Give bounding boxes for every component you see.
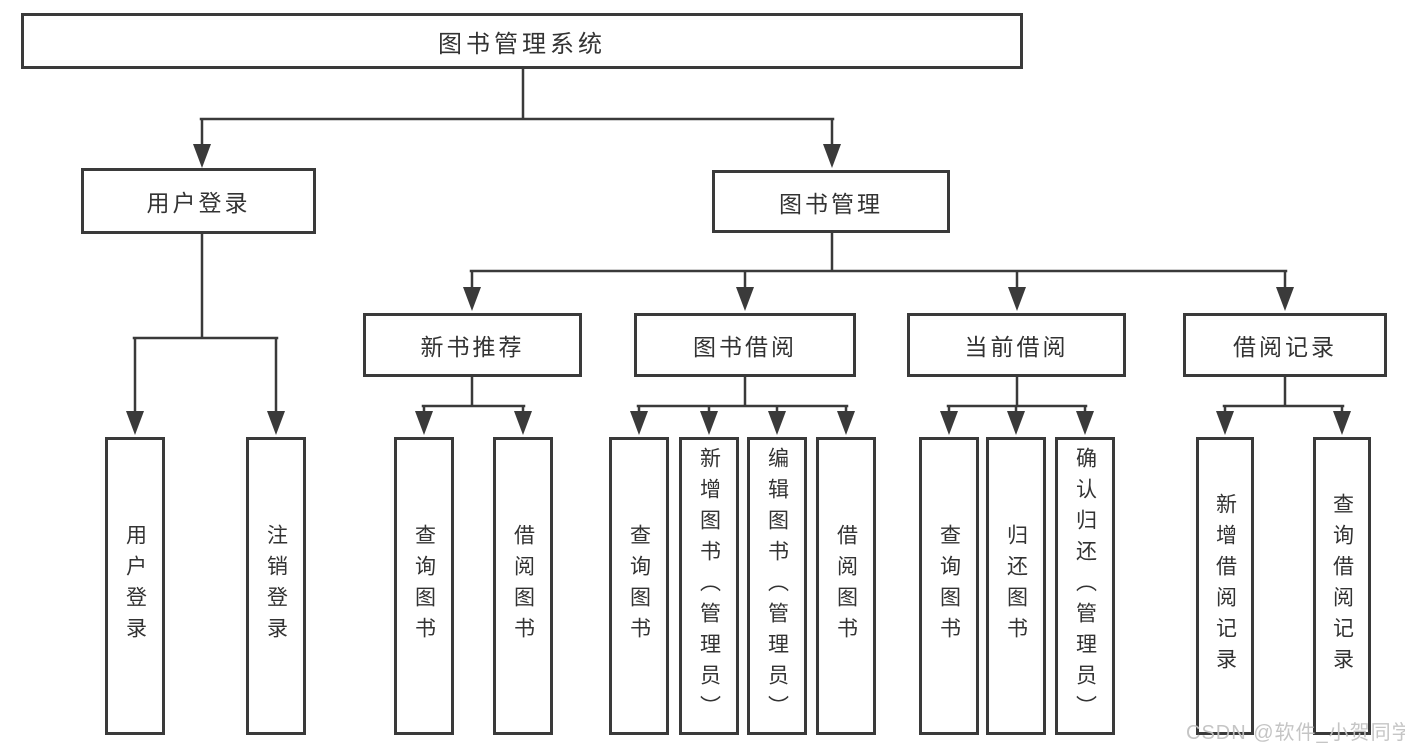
node-label: 用户登录 bbox=[123, 524, 147, 648]
leaf-query-books-current: 查询图书 bbox=[919, 437, 979, 735]
node-label: 归还图书 bbox=[1004, 524, 1028, 648]
node-label: 查询图书 bbox=[627, 524, 651, 648]
leaf-confirm-return-admin: 确认归还（管理员） bbox=[1055, 437, 1115, 735]
node-book-management: 图书管理 bbox=[712, 170, 950, 233]
node-library-management-system: 图书管理系统 bbox=[21, 13, 1023, 69]
node-label: 图书管理系统 bbox=[438, 30, 606, 58]
node-label: 查询图书 bbox=[412, 524, 436, 648]
leaf-logout-login: 注销登录 bbox=[246, 437, 306, 735]
node-new-book-recommendation: 新书推荐 bbox=[363, 313, 582, 377]
leaf-query-books-borrow: 查询图书 bbox=[609, 437, 669, 735]
leaf-borrow-books: 借阅图书 bbox=[816, 437, 876, 735]
node-user-login: 用户登录 bbox=[81, 168, 316, 234]
node-borrowing-records: 借阅记录 bbox=[1183, 313, 1387, 377]
leaf-add-books-admin: 新增图书（管理员） bbox=[679, 437, 739, 735]
node-label: 新书推荐 bbox=[420, 334, 525, 360]
node-label: 查询借阅记录 bbox=[1330, 493, 1354, 679]
node-label: 新增图书（管理员） bbox=[697, 446, 721, 726]
node-label: 编辑图书（管理员） bbox=[765, 446, 789, 726]
node-label: 借阅图书 bbox=[511, 524, 535, 648]
watermark-text: CSDN @软件_小贺同学 bbox=[1186, 722, 1405, 744]
leaf-return-books: 归还图书 bbox=[986, 437, 1046, 735]
node-label: 新增借阅记录 bbox=[1213, 493, 1237, 679]
node-label: 借阅图书 bbox=[834, 524, 858, 648]
node-label: 注销登录 bbox=[264, 524, 288, 648]
node-label: 借阅记录 bbox=[1233, 334, 1337, 360]
leaf-add-borrow-record: 新增借阅记录 bbox=[1196, 437, 1254, 735]
leaf-query-books-recommend: 查询图书 bbox=[394, 437, 454, 735]
node-label: 当前借阅 bbox=[964, 334, 1069, 360]
leaf-edit-books-admin: 编辑图书（管理员） bbox=[747, 437, 807, 735]
node-book-borrowing: 图书借阅 bbox=[634, 313, 856, 377]
leaf-query-borrow-record: 查询借阅记录 bbox=[1313, 437, 1371, 735]
node-label: 图书借阅 bbox=[693, 334, 797, 360]
node-label: 用户登录 bbox=[146, 190, 251, 216]
leaf-borrow-books-recommend: 借阅图书 bbox=[493, 437, 553, 735]
node-current-borrowing: 当前借阅 bbox=[907, 313, 1126, 377]
leaf-user-login: 用户登录 bbox=[105, 437, 165, 735]
node-label: 确认归还（管理员） bbox=[1073, 446, 1097, 726]
node-label: 查询图书 bbox=[937, 524, 961, 648]
node-label: 图书管理 bbox=[779, 190, 883, 217]
